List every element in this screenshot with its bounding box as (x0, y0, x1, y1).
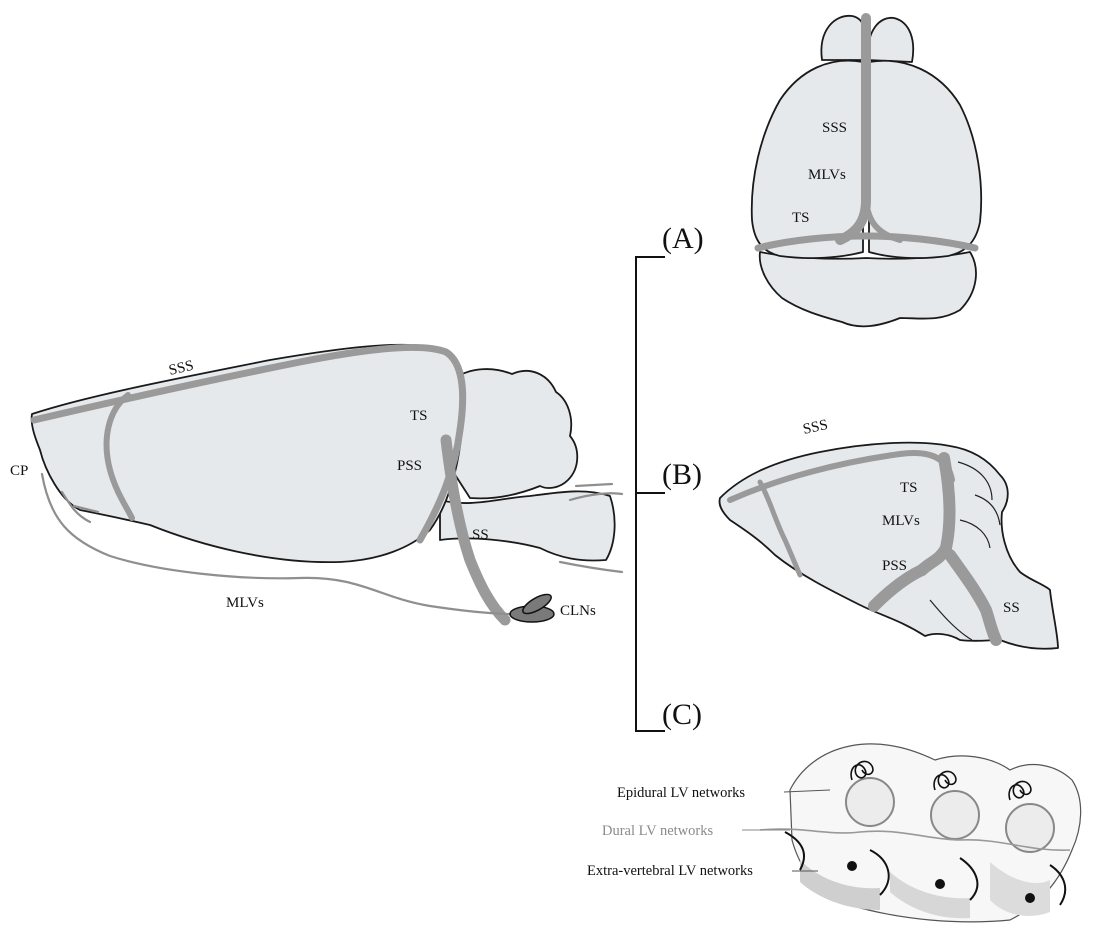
knob-1 (847, 861, 857, 871)
lateral-mlv-stem-3 (560, 562, 622, 572)
panel-label-a: (A) (662, 222, 704, 255)
panel-label-c: (C) (662, 698, 702, 731)
panel-bracket: (A) (B) (C) (636, 222, 704, 731)
lateral-label-cp: CP (10, 463, 28, 479)
lateral-label-ss: SS (472, 527, 489, 543)
panel-b-lateral-view: SSS TS MLVs PSS SS (719, 417, 1058, 649)
cerebrum-shape (32, 345, 465, 562)
label-extra-vertebral-networks: Extra-vertebral LV networks (587, 863, 753, 879)
lateral-label-mlvs: MLVs (226, 595, 264, 611)
knob-2 (935, 879, 945, 889)
panel-b-label-ts: TS (900, 480, 918, 496)
panel-a-label-ts: TS (792, 210, 810, 226)
panel-b-brain-shape (719, 443, 1058, 649)
olfactory-bulb-left (821, 16, 866, 60)
panel-c-vertebral-view: Epidural LV networks Dural LV networks E… (587, 744, 1081, 922)
knob-3 (1025, 893, 1035, 903)
dorsal-hemisphere-right (869, 61, 981, 258)
olfactory-bulb-right (868, 18, 913, 62)
lateral-label-ts: TS (410, 408, 428, 424)
cerebellum-shape (452, 369, 577, 498)
label-epidural-networks: Epidural LV networks (617, 785, 745, 801)
canal-ring-2 (931, 791, 979, 839)
panel-a-label-sss: SSS (822, 120, 847, 136)
panel-b-label-pss: PSS (882, 558, 907, 574)
dorsal-cerebellum (760, 252, 976, 326)
label-dural-networks: Dural LV networks (602, 823, 714, 839)
panel-label-b: (B) (662, 458, 702, 491)
canal-ring-1 (846, 778, 894, 826)
lateral-mlv-stem-2 (576, 484, 612, 486)
lateral-label-pss: PSS (397, 458, 422, 474)
bracket-line (636, 257, 665, 731)
dorsal-hemisphere-left (752, 61, 863, 258)
lateral-label-clns: CLNs (560, 603, 596, 619)
panel-a-dorsal-view: SSS MLVs TS (752, 16, 981, 327)
panel-b-label-mlvs: MLVs (882, 513, 920, 529)
panel-b-label-sss: SSS (802, 417, 830, 438)
panel-a-label-mlvs: MLVs (808, 167, 846, 183)
panel-b-label-ss: SS (1003, 600, 1020, 616)
lateral-brain-view: SSS CP TS PSS SS MLVs CLNs (10, 345, 622, 622)
